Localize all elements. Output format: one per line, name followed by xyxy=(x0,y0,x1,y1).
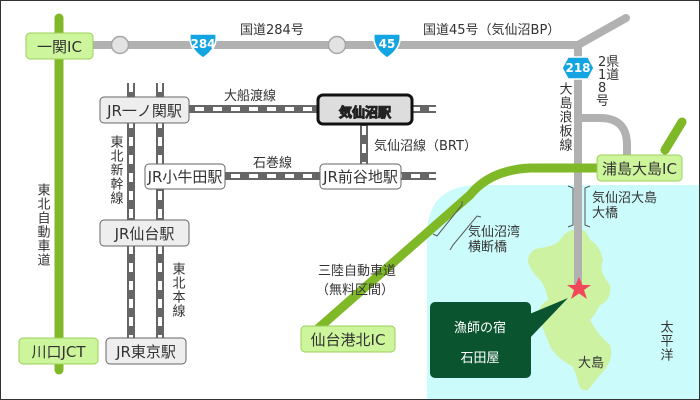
destination-line1: 漁師の宿 xyxy=(454,320,506,336)
route-284-number: 284 xyxy=(190,37,215,51)
station-ichinoseki[interactable]: JR一ノ関駅 xyxy=(99,96,190,124)
ic-ichinoseki[interactable]: 一関IC xyxy=(25,32,94,60)
svg-text:JR前谷地駅: JR前谷地駅 xyxy=(322,168,398,186)
svg-text:JR仙台駅: JR仙台駅 xyxy=(114,225,175,243)
route-45-number: 45 xyxy=(379,37,396,51)
svg-text:8: 8 xyxy=(598,81,606,96)
bay-bridge-label: 気仙沼湾 xyxy=(468,224,520,240)
expressways xyxy=(54,13,687,375)
ofunato-line-label: 大船渡線 xyxy=(224,88,276,104)
ic-sendaiko-kita[interactable]: 仙台港北IC xyxy=(300,325,396,353)
svg-text:JR一ノ関駅: JR一ノ関駅 xyxy=(106,102,182,120)
shinkansen-label: 東北新幹線 xyxy=(108,134,124,205)
svg-text:川口JCT: 川口JCT xyxy=(31,343,86,361)
destination-name: 石田屋 xyxy=(460,351,499,366)
oshima-line-label: 大島浪板線 xyxy=(557,82,573,152)
route-284-shield: 284 xyxy=(189,33,217,59)
station-sendai[interactable]: JR仙台駅 xyxy=(99,219,190,247)
ic-urashima-oshima[interactable]: 浦島大島IC xyxy=(596,154,683,182)
svg-text:2県: 2県 xyxy=(598,55,619,70)
ic-kawaguchi-jct[interactable]: 川口JCT xyxy=(18,337,99,365)
svg-text:1道: 1道 xyxy=(598,68,619,83)
station-maeyachi[interactable]: JR前谷地駅 xyxy=(319,163,402,190)
sanriku-expressway-label: 三陸自動車道 xyxy=(318,263,396,279)
route-218-shield: 218 xyxy=(561,56,595,80)
svg-text:号: 号 xyxy=(596,94,609,109)
svg-text:仙台港北IC: 仙台港北IC xyxy=(311,331,386,349)
station-tokyo[interactable]: JR東京駅 xyxy=(105,337,187,365)
station-kesennuma[interactable]: 気仙沼駅 xyxy=(316,93,414,126)
oshima-label: 大島 xyxy=(578,356,604,371)
svg-text:JR東京駅: JR東京駅 xyxy=(115,343,176,361)
svg-text:気仙沼駅: 気仙沼駅 xyxy=(339,105,392,121)
route-45-label: 国道45号（気仙沼BP） xyxy=(423,22,560,38)
destination-star-icon[interactable] xyxy=(567,277,591,299)
route-284-label: 国道284号 xyxy=(240,23,304,38)
svg-text:JR小牛田駅: JR小牛田駅 xyxy=(147,168,223,186)
tohoku-main-line-label: 東北本線 xyxy=(170,261,186,318)
svg-text:浦島大島IC: 浦島大島IC xyxy=(602,160,677,178)
oshima-bridge-label-2: 大橋 xyxy=(592,206,618,221)
tohoku-expressway-label: 東北自動車道 xyxy=(35,182,51,267)
kesennuma-brt-line-label: 気仙沼線（BRT） xyxy=(374,138,477,154)
station-kogota[interactable]: JR小牛田駅 xyxy=(144,163,226,190)
bridge-brackets xyxy=(432,185,591,251)
bay-bridge-label-2: 横断橋 xyxy=(468,240,507,255)
pref-road-218-label: 2県 1道 8 号 xyxy=(596,55,619,109)
destination-callout[interactable]: 漁師の宿 石田屋 xyxy=(430,298,568,378)
pacific-ocean-label: 太平洋 xyxy=(658,320,674,362)
oshima-island xyxy=(528,228,612,391)
junction-circle xyxy=(327,35,347,55)
ishinomaki-line-label: 石巻線 xyxy=(253,155,292,171)
route-218-number: 218 xyxy=(565,61,590,75)
route-45-shield: 45 xyxy=(373,33,401,59)
sanriku-toll-free-note: （無料区間） xyxy=(316,283,394,298)
svg-text:一関IC: 一関IC xyxy=(37,38,82,56)
oshima-bridge-label: 気仙沼大島 xyxy=(592,190,657,206)
junction-circle xyxy=(110,35,130,55)
